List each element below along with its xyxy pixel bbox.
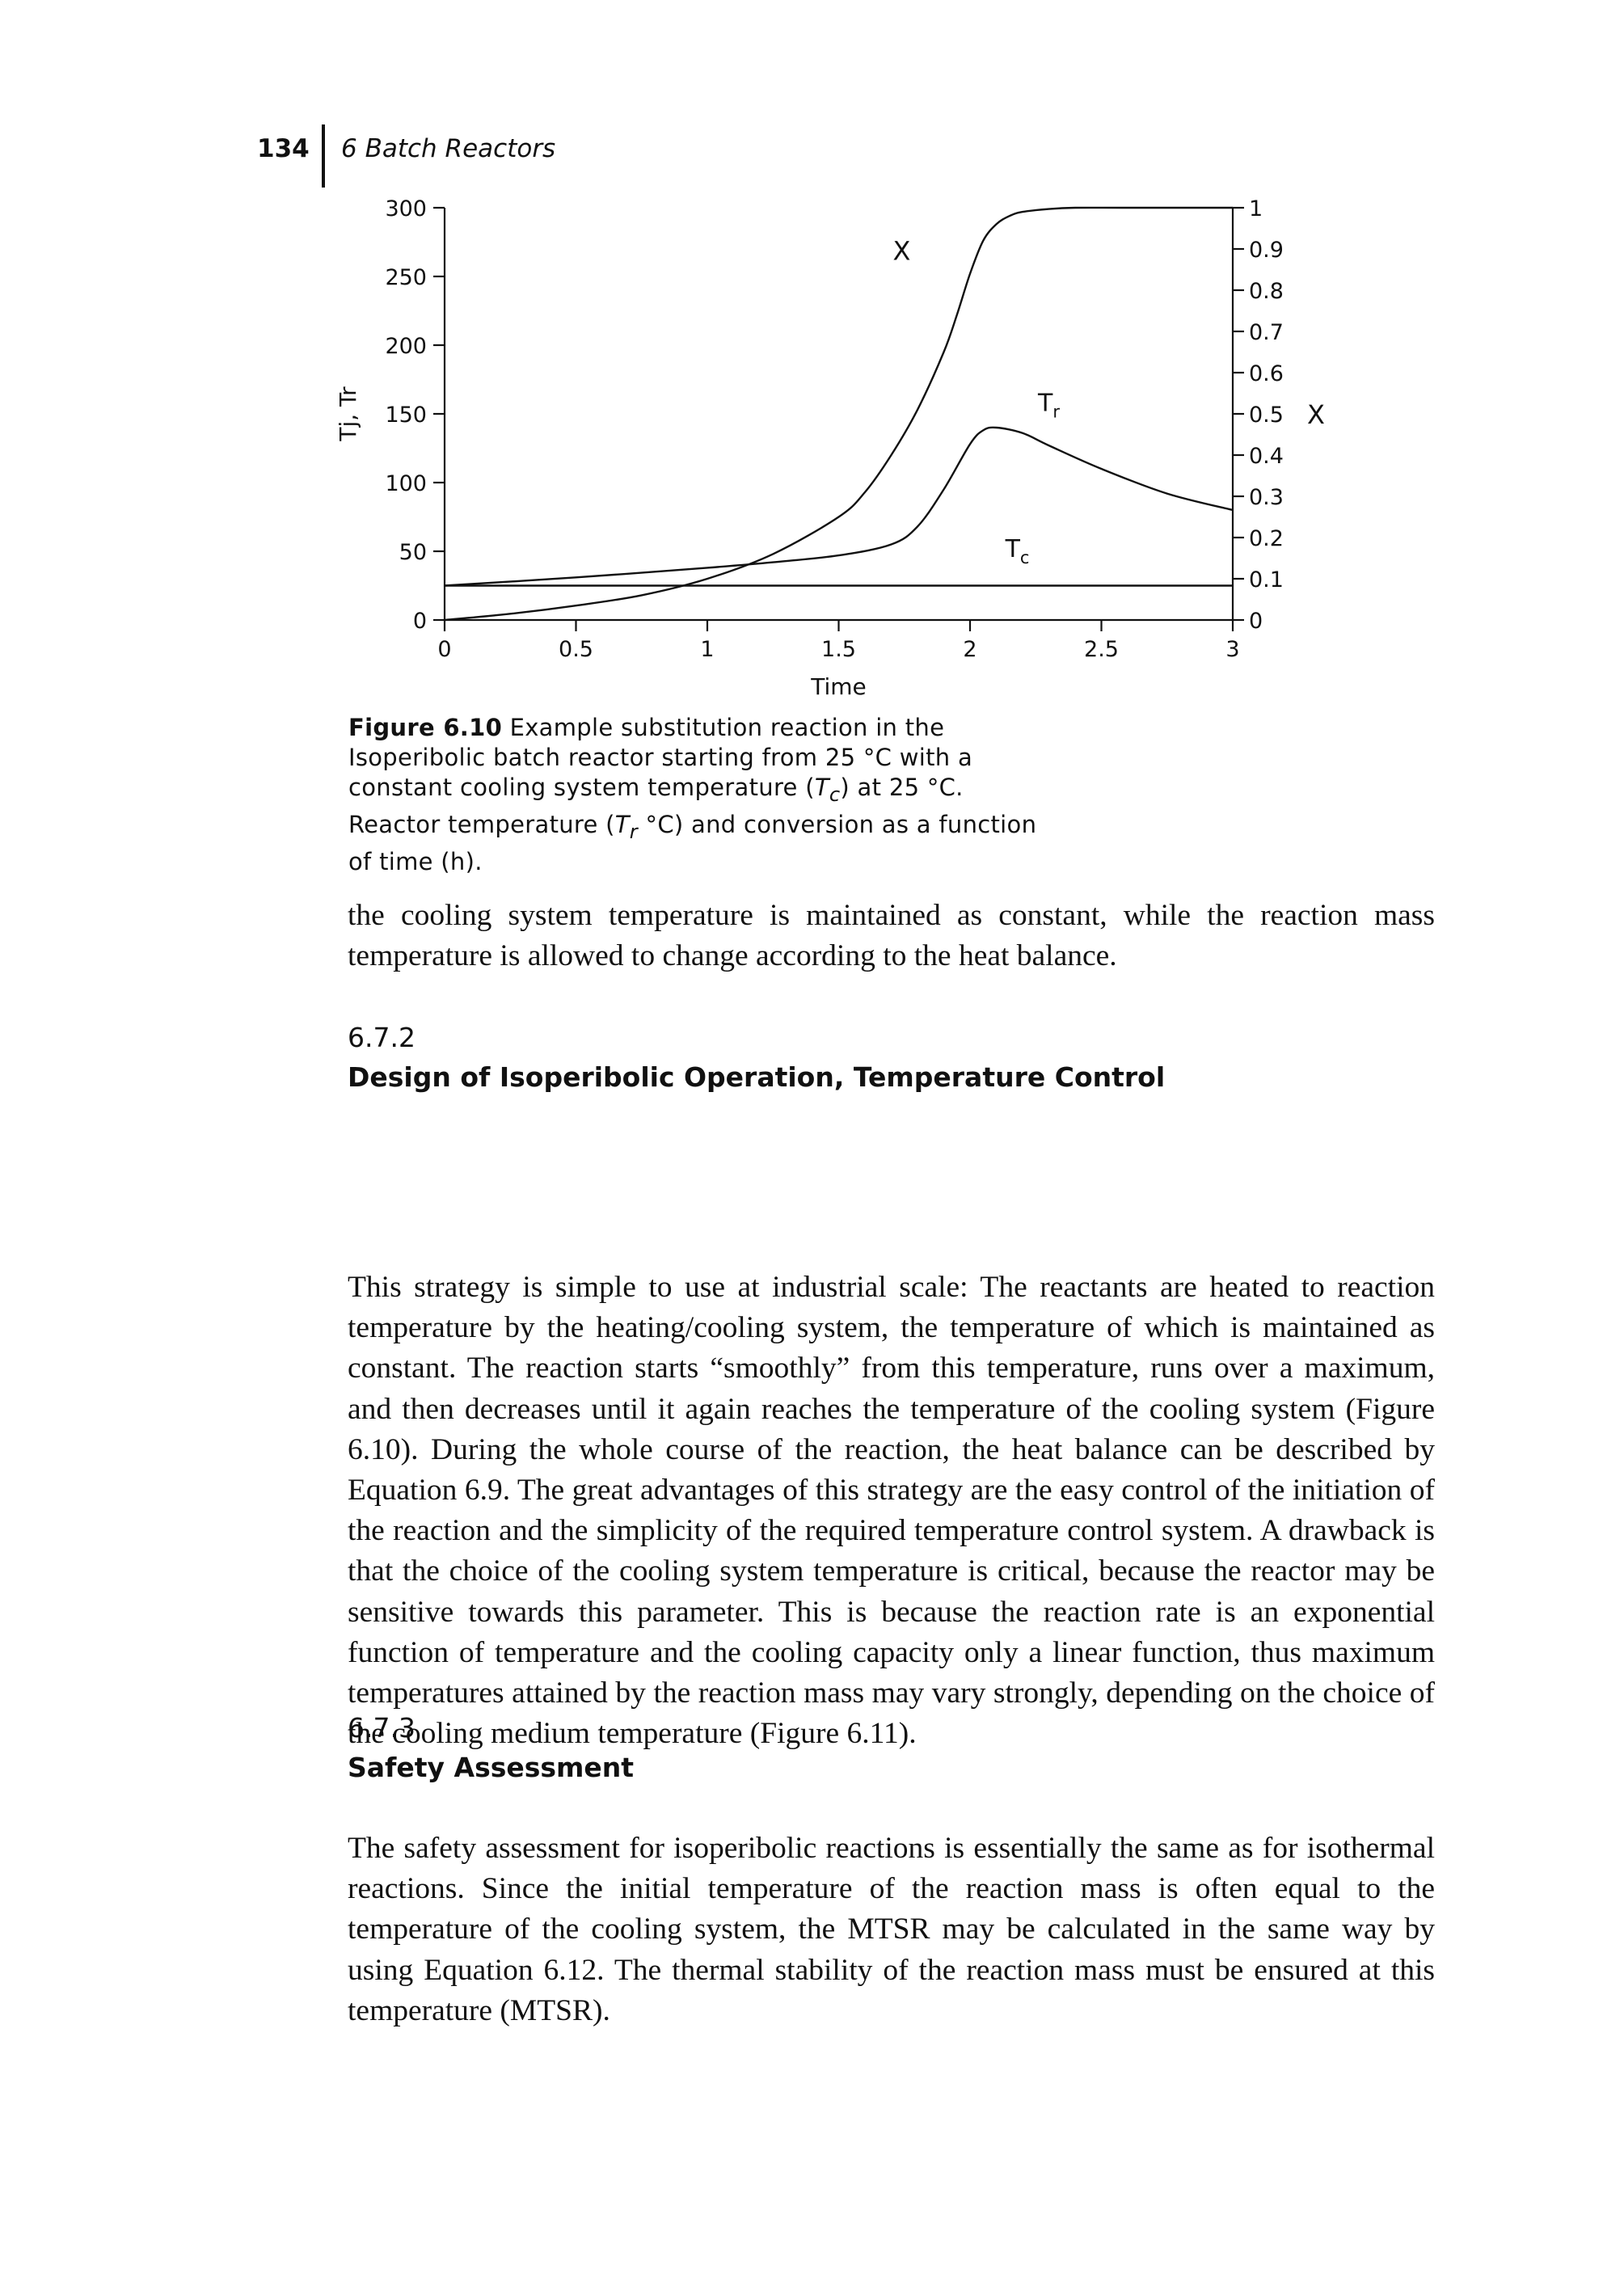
y-tick-label-right: 1	[1249, 196, 1263, 221]
annotation-x: X	[893, 236, 911, 267]
x-tick-label: 2	[963, 637, 977, 662]
y-tick-label-right: 0.3	[1249, 485, 1284, 510]
y-tick-label-right: 0.4	[1249, 444, 1284, 469]
series-line-tr	[444, 426, 1234, 587]
y-tick-label-left: 50	[399, 540, 427, 565]
x-tick-label: 2.5	[1084, 637, 1119, 662]
series-line-x	[444, 206, 1233, 622]
annotation-tc: Tc	[1005, 535, 1030, 567]
y-tick-label-left: 250	[385, 265, 427, 290]
body-paragraph: the cooling system temperature is mainta…	[348, 899, 1435, 973]
section-title: Design of Isoperibolic Operation, Temper…	[348, 1061, 1166, 1093]
x-tick-label: 0	[437, 637, 451, 662]
y-tick-label-left: 150	[385, 403, 427, 428]
header-divider	[322, 124, 325, 188]
figure-label: Figure 6.10	[348, 714, 503, 741]
y-tick-label-left: 200	[385, 334, 427, 359]
y-tick-label-right: 0.5	[1249, 403, 1284, 428]
y-tick-label-right: 0.8	[1249, 279, 1284, 304]
page-number: 134	[257, 134, 310, 163]
section-title: Safety Assessment	[348, 1752, 635, 1783]
body-paragraph: This strategy is simple to use at indust…	[348, 1271, 1435, 1751]
y-tick-label-right: 0.2	[1249, 526, 1284, 551]
y-tick-label-left: 300	[385, 196, 427, 221]
y-tick-label-left: 100	[385, 471, 427, 496]
x-tick-label: 0.5	[559, 637, 593, 662]
y-tick-label-right: 0.6	[1249, 361, 1284, 386]
running-head: 6 Batch Reactors	[341, 134, 556, 163]
x-tick-label: 3	[1225, 637, 1239, 662]
x-tick-label: 1.5	[821, 637, 856, 662]
y-axis-title-right: X	[1307, 399, 1325, 430]
section-number: 6.7.3	[348, 1712, 415, 1744]
x-tick-label: 1	[700, 637, 714, 662]
y-tick-label-right: 0.1	[1249, 567, 1284, 593]
annotation-tr: Tr	[1037, 390, 1060, 422]
figure-caption: Figure 6.10 Example substitution reactio…	[348, 714, 1037, 875]
body-paragraph: The safety assessment for isoperibolic r…	[348, 1832, 1435, 2027]
x-axis-title: Time	[810, 673, 867, 699]
y-axis-title-left: Tj, Tr	[335, 386, 361, 442]
section-number: 6.7.2	[348, 1022, 415, 1053]
y-tick-label-right: 0.9	[1249, 238, 1284, 263]
y-tick-label-right: 0	[1249, 609, 1263, 634]
y-tick-label-right: 0.7	[1249, 320, 1284, 345]
y-tick-label-left: 0	[413, 609, 427, 634]
